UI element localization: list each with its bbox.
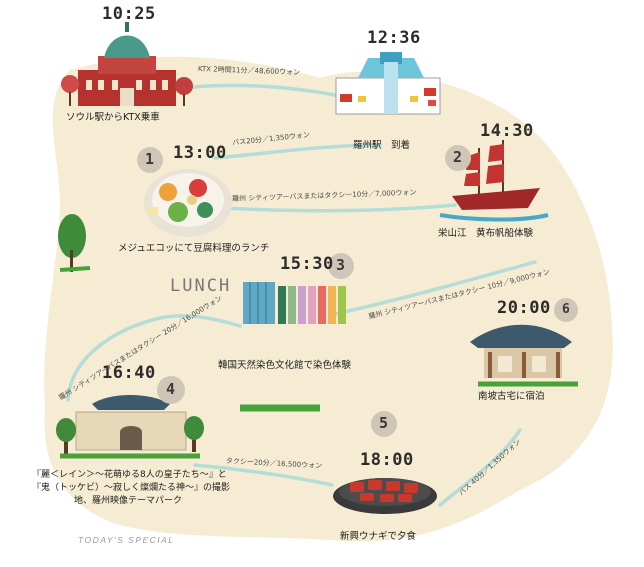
stop-3-badge: 3 (336, 256, 346, 274)
stop-4-label-line-1: 『麗＜レイン＞～花萌ゆる8人の皇子たち～』と (32, 470, 227, 480)
stop-5-time: 18:00 (360, 450, 414, 470)
badge-circles (137, 145, 578, 437)
stop-6-time: 20:00 (497, 298, 551, 318)
stop-3-label: 韓国天然染色文化館で染色体験 (218, 360, 352, 371)
route-lines (66, 83, 537, 507)
tofu-lunch-plate-icon (144, 169, 232, 237)
naju-station-icon (335, 52, 441, 115)
stop-start-time: 10:25 (102, 4, 156, 24)
stop-6-label: 南坡古宅に宿泊 (478, 391, 545, 402)
todays-special-label: TODAY'S SPECIAL (78, 535, 175, 545)
stop-arrive-time: 12:36 (367, 28, 421, 48)
lunch-label: LUNCH (170, 276, 232, 296)
hanok-house-icon (470, 324, 578, 387)
stop-1-time: 13:00 (173, 143, 227, 163)
stop-5-label: 新興ウナギで夕食 (340, 531, 417, 542)
stop-4-badge: 4 (166, 380, 176, 398)
seoul-station-icon (61, 22, 193, 106)
stop-start-label: ソウル駅からKTX乗車 (66, 112, 160, 123)
stop-arrive-label: 羅州駅 到着 (353, 140, 411, 151)
stop-2-badge: 2 (453, 148, 463, 166)
eel-dish-icon (333, 478, 437, 514)
dyeing-museum-icon (243, 282, 346, 324)
stop-1-label: メジュエコッにて豆腐料理のランチ (118, 243, 270, 254)
tree-icon (58, 214, 91, 272)
stop-3-time: 15:30 (280, 254, 334, 274)
stop-2-label: 栄山江 黄布帆船体験 (438, 228, 534, 239)
stop-5-badge: 5 (379, 414, 389, 432)
stop-4-label-line-2: 『鬼（トッケビ）～寂しく燦爛たる神～』の撮影 (32, 483, 231, 493)
stop-6-badge: 6 (562, 302, 570, 317)
stop-4-label-line-3: 地、羅州映像テーマパーク (74, 496, 183, 506)
stop-4-time: 16:40 (102, 363, 156, 383)
stop-2-time: 14:30 (480, 121, 534, 141)
sailing-ship-icon (439, 140, 549, 222)
stop-1-badge: 1 (145, 150, 155, 168)
fortress-gate-icon (56, 395, 204, 459)
